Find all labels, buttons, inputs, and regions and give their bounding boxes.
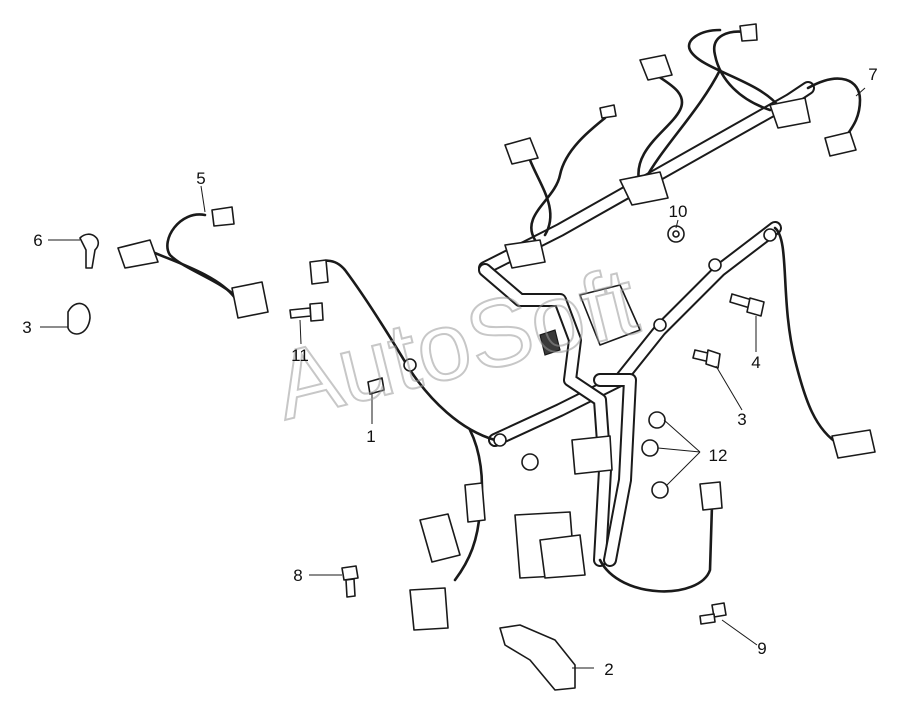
leader-lines — [40, 87, 866, 669]
callout-8: 8 — [293, 566, 302, 585]
bolt-4[interactable] — [729, 293, 765, 317]
callout-9: 9 — [757, 639, 766, 658]
sensor-harness[interactable] — [117, 206, 269, 319]
bolt-1[interactable] — [367, 377, 385, 395]
callout-6: 6 — [33, 231, 42, 250]
main-engine-harness[interactable] — [309, 221, 876, 631]
callout-3-right: 3 — [737, 410, 746, 429]
nuts-12[interactable] — [521, 411, 669, 499]
callout-10: 10 — [669, 202, 688, 221]
callout-5: 5 — [196, 169, 205, 188]
callout-3-left: 3 — [22, 318, 31, 337]
injector-harness[interactable] — [478, 23, 862, 275]
callout-4: 4 — [751, 353, 760, 372]
callout-1: 1 — [366, 427, 375, 446]
nut-10[interactable] — [667, 225, 685, 243]
cable-tie[interactable] — [79, 233, 100, 269]
bolt-3[interactable] — [692, 349, 721, 369]
bolt-11[interactable] — [289, 302, 324, 322]
callout-11: 11 — [291, 346, 309, 365]
bolt-8[interactable] — [341, 565, 359, 598]
callout-2: 2 — [604, 660, 613, 679]
hose-clip-3[interactable] — [67, 302, 91, 335]
callout-7: 7 — [868, 65, 877, 84]
bolt-9[interactable] — [699, 602, 727, 625]
callout-labels: 1 2 3 3 4 5 6 7 8 9 10 11 12 — [22, 65, 877, 679]
bracket-2[interactable] — [499, 624, 576, 691]
callout-12: 12 — [709, 446, 728, 465]
